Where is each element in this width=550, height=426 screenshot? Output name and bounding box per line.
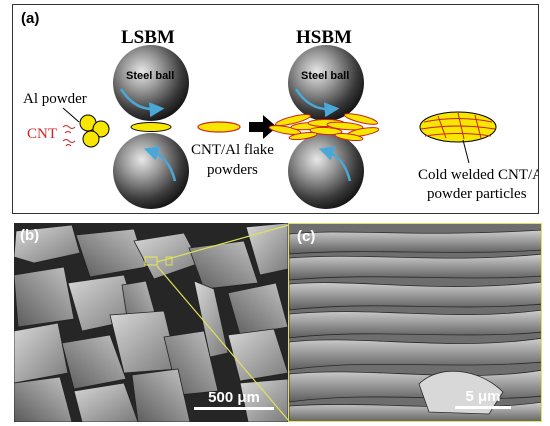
flake-label-line1: CNT/Al flake [191, 142, 274, 158]
layered-flakes [268, 113, 380, 142]
scale-bar-b-label: 500 μm [208, 389, 260, 406]
lsbm-title: LSBM [121, 27, 175, 48]
schematic-panel: (a) LSBM HSBM Al powder CNT Steel ball [12, 4, 547, 214]
panel-a-label: (a) [21, 10, 39, 27]
al-powder-label: Al powder [23, 91, 87, 107]
lsbm-steel-balls [113, 45, 189, 209]
process-arrow [249, 115, 277, 139]
steel-ball-bottom [113, 133, 189, 209]
cold-welded-particle [419, 111, 497, 143]
scale-bar-c [455, 406, 511, 409]
hsbm-title: HSBM [296, 27, 352, 48]
scale-bar-c-label: 5 μm [465, 388, 501, 405]
steel-ball-bottom [288, 133, 364, 209]
rotation-arrow-bottom [143, 146, 177, 182]
hsbm-steel-balls [288, 45, 364, 209]
al-powder-leader [62, 107, 80, 123]
panel-c-label: (c) [297, 228, 316, 245]
cold-welded-leader [462, 139, 470, 164]
sem-image-c: (c) 5 μm [288, 223, 542, 422]
flake-label-line2: powders [207, 162, 258, 178]
cold-welded-label-line1: Cold welded CNT/Al [418, 167, 538, 183]
rotation-arrow-bottom [318, 146, 352, 182]
rotation-arrow-top [119, 88, 165, 118]
panel-b-label: (b) [20, 227, 40, 244]
ball-milling-schematic: (a) LSBM HSBM Al powder CNT Steel ball [21, 10, 547, 209]
cnt-al-flake [197, 121, 241, 133]
cold-welded-label-line2: powder particles [427, 186, 527, 202]
sem-image-b: (b) 500 μm [14, 223, 288, 422]
scale-bar-b [194, 407, 274, 410]
cnt-squiggles [62, 125, 76, 147]
cnt-label: CNT [27, 126, 57, 142]
al-powder-particles [79, 114, 110, 148]
sem-cross-section-image [289, 224, 541, 421]
steel-ball-label-1: Steel ball [126, 70, 174, 82]
steel-ball-label-2: Steel ball [301, 70, 349, 82]
flattened-particle [130, 122, 172, 132]
rotation-arrow-top [294, 88, 340, 118]
